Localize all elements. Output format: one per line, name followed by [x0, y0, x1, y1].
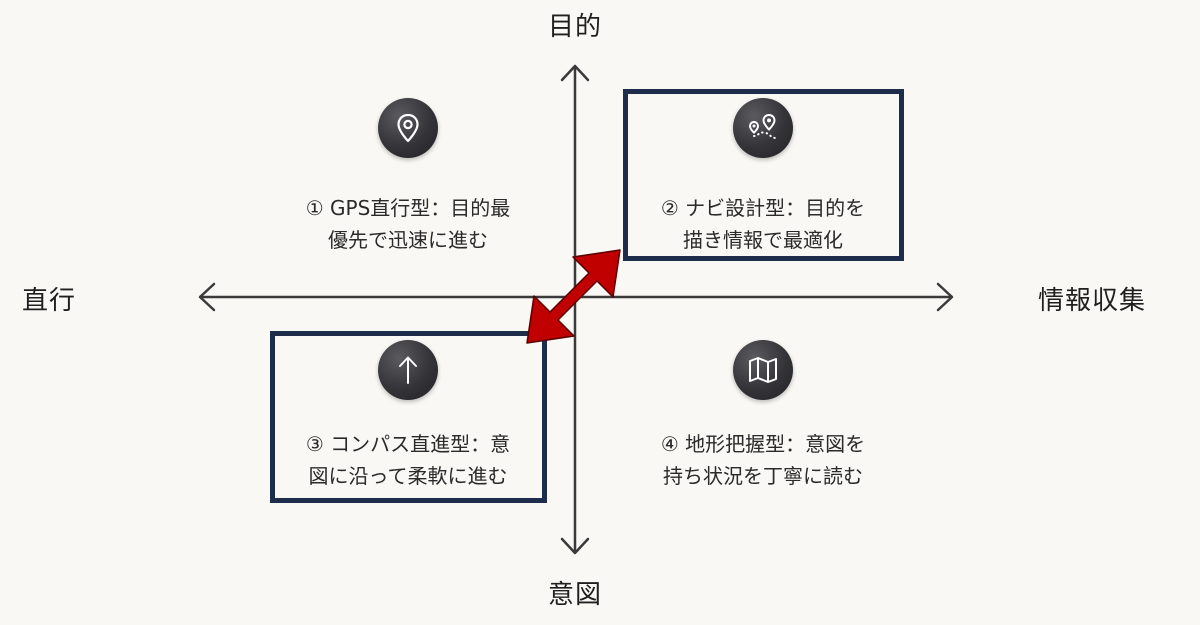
quadrant-3-line-2: 図に沿って柔軟に進む: [308, 464, 508, 488]
quadrant-4-line-1: ④ 地形把握型：意図を: [660, 432, 866, 456]
vertical-axis-arrow-top: [560, 64, 590, 82]
quadrant-1-line-2: 優先で迅速に進む: [328, 228, 488, 252]
arrow-up-icon: [378, 340, 438, 400]
quadrant-4-text: ④ 地形把握型：意図を 持ち状況を丁寧に読む: [613, 428, 913, 492]
quadrant-3-line-1: ③ コンパス直進型：意: [305, 432, 511, 456]
axis-label-right: 情報収集: [1038, 286, 1147, 316]
route-icon: [733, 98, 793, 158]
highlight-box-quadrant-3: [270, 331, 547, 503]
folded-map-icon: [733, 340, 793, 400]
axis-label-top: 目的: [548, 12, 603, 42]
vertical-axis-arrow-bottom: [560, 537, 590, 555]
quadrant-2-text: ② ナビ設計型：目的を 描き情報で最適化: [613, 192, 913, 256]
axis-label-bottom: 意図: [548, 580, 603, 610]
horizontal-axis-arrow-left: [198, 282, 216, 312]
quadrant-4-line-2: 持ち状況を丁寧に読む: [663, 464, 863, 488]
quadrant-1-line-1: ① GPS直行型：目的最: [305, 196, 511, 220]
quadrant-1-text: ① GPS直行型：目的最 優先で迅速に進む: [258, 192, 558, 256]
quadrant-3-text: ③ コンパス直進型：意 図に沿って柔軟に進む: [258, 428, 558, 492]
highlight-box-quadrant-2: [623, 89, 904, 261]
axis-label-left: 直行: [22, 286, 77, 316]
map-pin-icon: [378, 98, 438, 158]
quadrant-2-line-2: 描き情報で最適化: [683, 228, 843, 252]
quadrant-2-line-1: ② ナビ設計型：目的を: [660, 196, 866, 220]
horizontal-axis-arrow-right: [936, 282, 954, 312]
